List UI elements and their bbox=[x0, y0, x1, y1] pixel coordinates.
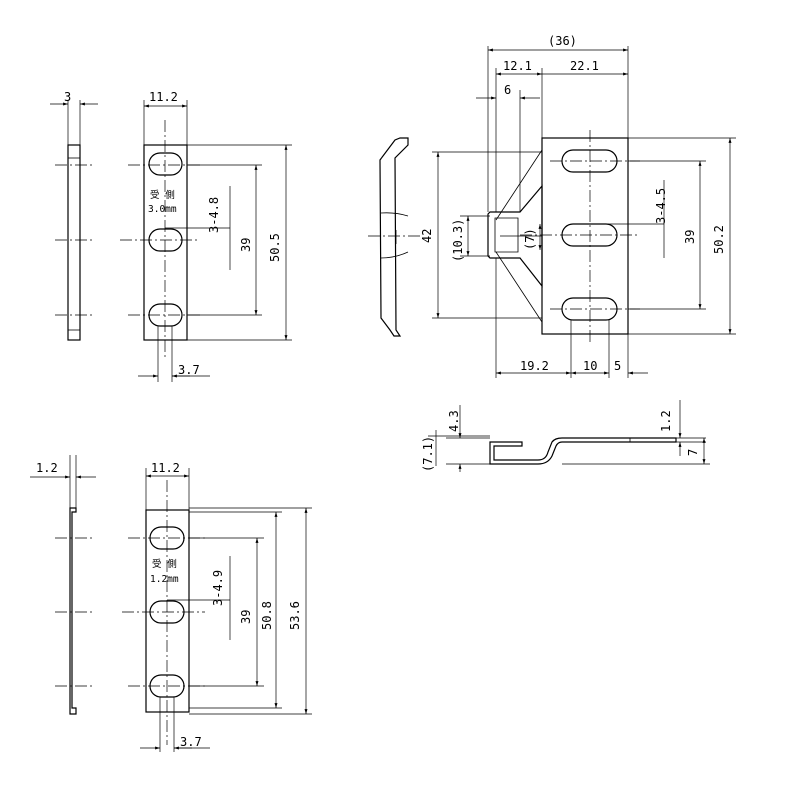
view-a-note-thickness: 3.0mm bbox=[148, 204, 177, 215]
view-c-pitch-dim: 39 bbox=[683, 230, 697, 244]
view-b-side-profile: 1.2 bbox=[30, 455, 96, 715]
view-d-hook-profile: 4.3 (7.1) 1.2 7 bbox=[421, 400, 710, 472]
view-b-offset-dim: 3.7 bbox=[180, 735, 202, 749]
view-a-length-dim: 50.5 bbox=[268, 233, 282, 262]
view-b-hole-spec: 3-4.9 bbox=[211, 570, 225, 606]
view-a-thickness-dim: 3 bbox=[64, 90, 71, 104]
view-a-hole-spec: 3-4.8 bbox=[207, 197, 221, 233]
view-a-width-dim: 11.2 bbox=[149, 90, 178, 104]
view-b-width-dim: 11.2 bbox=[151, 461, 180, 475]
view-c-base-c-dim: 5 bbox=[614, 359, 621, 373]
view-a-note-label: 受 側 bbox=[150, 189, 175, 201]
view-c-offset-b-dim: 22.1 bbox=[570, 59, 599, 73]
view-c-overall-dim: (36) bbox=[548, 34, 577, 48]
view-a-pitch-dim: 39 bbox=[239, 238, 253, 252]
view-a-side-profile: 3 bbox=[50, 90, 98, 341]
view-b-front-plate: 受 側 1.2mm 11.2 3-4.9 39 50.8 53.6 3.7 bbox=[122, 461, 312, 752]
view-d-plate-thickness-dim: 1.2 bbox=[659, 410, 673, 432]
view-c-base-a-dim: 19.2 bbox=[520, 359, 549, 373]
view-c-catch-inner-dim: (7) bbox=[523, 228, 537, 250]
view-a-front-plate: 受 側 3.0mm 11.2 3-4.8 39 50.5 3.7 bbox=[120, 90, 292, 382]
view-c-height-left-dim: 42 bbox=[420, 229, 434, 243]
view-b-note-label: 受 側 bbox=[152, 558, 177, 570]
view-d-total-height-dim: 7 bbox=[686, 449, 700, 456]
view-d-hook-height-dim: 4.3 bbox=[447, 410, 461, 432]
view-b-length-outer-dim: 53.6 bbox=[288, 601, 302, 630]
view-b-pitch-dim: 39 bbox=[239, 610, 253, 624]
view-d-hook-overall-dim: (7.1) bbox=[421, 436, 435, 472]
view-c-offset-a-dim: 12.1 bbox=[503, 59, 532, 73]
view-b-length-inner-dim: 50.8 bbox=[260, 601, 274, 630]
slot-hole bbox=[148, 152, 183, 176]
view-b-note-thickness: 1.2mm bbox=[150, 574, 179, 585]
view-a-offset-dim: 3.7 bbox=[178, 363, 200, 377]
view-b-thickness-dim: 1.2 bbox=[36, 461, 58, 475]
view-c-catch-height-dim: (10.3) bbox=[451, 219, 465, 262]
view-c-hole-spec: 3-4.5 bbox=[654, 188, 668, 224]
view-c-base-b-dim: 10 bbox=[583, 359, 597, 373]
view-c-tongue-dim: 6 bbox=[504, 83, 511, 97]
view-c-plate-height-dim: 50.2 bbox=[712, 225, 726, 254]
view-c-catch-assembly: 42 (10.3) (7) (36) 12.1 22.1 6 3-4.5 39 bbox=[368, 34, 736, 378]
